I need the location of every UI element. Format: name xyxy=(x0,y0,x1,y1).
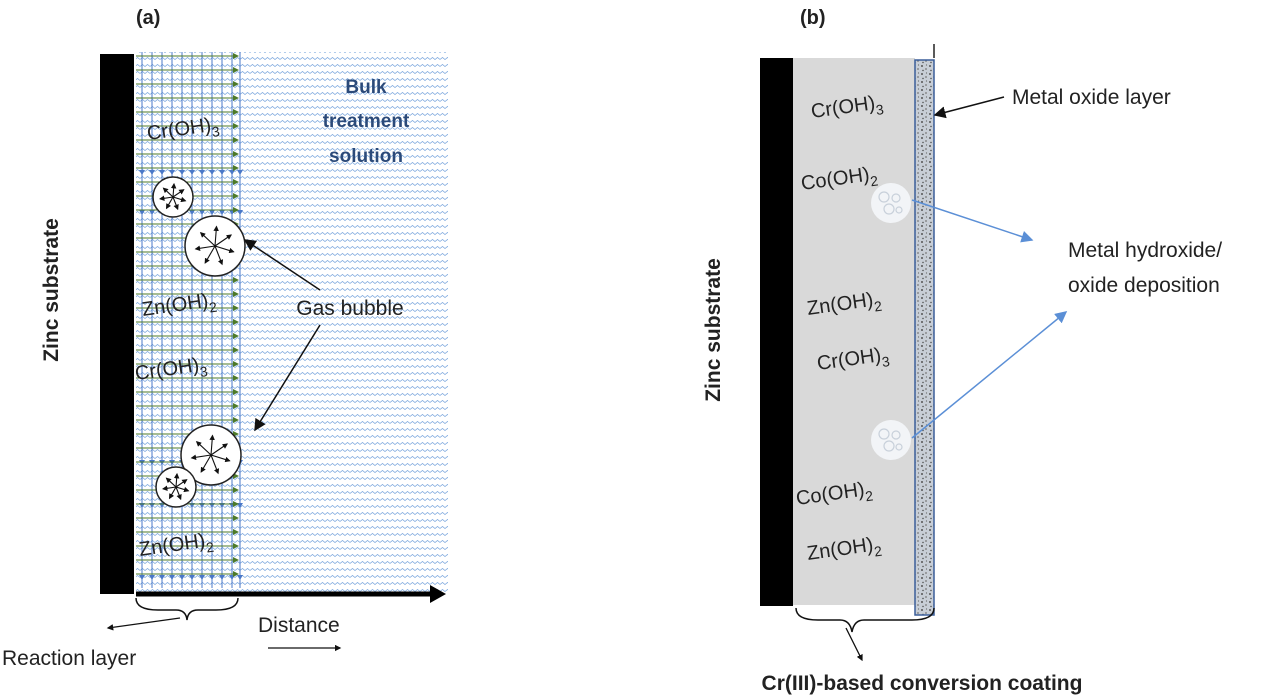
metal-oxide-pointer xyxy=(933,96,1005,119)
bubble-expansion-arrow xyxy=(199,231,216,247)
diffusion-arrowhead xyxy=(159,170,165,175)
zinc-substrate-bar-a xyxy=(100,54,134,594)
bulk-solution-line-3: solution xyxy=(329,146,403,167)
diffusion-arrowhead xyxy=(179,575,185,580)
deposition-label-line-1: Metal hydroxide/ xyxy=(1068,239,1222,262)
panel-b-label: (b) xyxy=(800,7,826,29)
reaction-layer-label: Reaction layer xyxy=(2,647,136,670)
bulk-solution-line-1: Bulk xyxy=(345,77,387,98)
bubble-expansion-arrow xyxy=(175,486,190,493)
bubble-expansion-arrow xyxy=(214,245,235,254)
bubble-expansion-arrow xyxy=(162,187,174,198)
bubble-expansion-arrow xyxy=(213,225,219,247)
reaction-layer-pointer xyxy=(106,617,181,631)
diffusion-arrowhead xyxy=(159,575,165,580)
bulk-solution-line-2: treatment xyxy=(323,111,410,132)
deposition-arrow-lower xyxy=(911,311,1068,439)
bubble-expansion-arrow xyxy=(159,195,174,201)
diffusion-arrowhead xyxy=(199,210,205,215)
bubble-expansion-arrow xyxy=(210,454,231,463)
bubble-expansion-arrow xyxy=(209,434,215,456)
diffusion-arrowhead xyxy=(179,170,185,175)
diffusion-arrowhead xyxy=(209,210,215,215)
bubble-expansion-arrow xyxy=(210,443,229,456)
diffusion-arrowhead xyxy=(219,210,225,215)
bubble-expansion-arrow xyxy=(173,472,180,488)
diffusion-arrowhead xyxy=(189,210,195,215)
deposition-label-line-2: oxide deposition xyxy=(1068,274,1220,297)
bubble-expansion-arrow xyxy=(168,486,177,500)
coating-brace xyxy=(795,607,935,633)
deposition-spot-lower xyxy=(871,420,911,460)
zinc-substrate-label-a: Zinc substrate xyxy=(40,218,63,362)
bubble-expansion-arrow xyxy=(170,182,177,198)
metal-oxide-label: Metal oxide layer xyxy=(1012,86,1171,109)
gas-bubbles xyxy=(152,176,246,508)
bubble-expansion-arrow xyxy=(172,196,179,211)
diffusion-arrowhead xyxy=(169,170,175,175)
diffusion-arrowhead xyxy=(209,575,215,580)
bubble-expansion-arrow xyxy=(194,245,216,251)
bubble-expansion-arrow xyxy=(214,234,233,247)
distance-label: Distance xyxy=(258,614,340,637)
diffusion-arrowhead xyxy=(149,210,155,215)
diffusion-arrowhead xyxy=(237,170,243,175)
diffusion-arrowhead xyxy=(149,575,155,580)
gas-bubble-label: Gas bubble xyxy=(296,297,403,320)
bubble-expansion-arrow xyxy=(200,454,212,473)
conversion-coating-region xyxy=(793,58,915,605)
bubble-expansion-arrow xyxy=(175,479,188,488)
bubble-expansion-arrow xyxy=(175,486,182,501)
metal-oxide-layer xyxy=(914,59,935,616)
bubble-expansion-arrow xyxy=(214,245,224,266)
bubble-expansion-arrow xyxy=(172,189,185,198)
diffusion-arrowhead xyxy=(139,170,145,175)
diffusion-arrowhead xyxy=(139,575,145,580)
gas-bubble-pointer-upper xyxy=(243,239,321,291)
coating-pointer xyxy=(845,627,863,662)
bubble-expansion-arrow xyxy=(172,196,187,203)
bubble-expansion-arrow xyxy=(210,454,220,475)
diffusion-arrowhead xyxy=(199,575,205,580)
diffusion-arrowhead xyxy=(199,170,205,175)
deposition-arrow-upper xyxy=(911,199,1034,243)
diffusion-arrowhead xyxy=(189,575,195,580)
bubble-expansion-arrow xyxy=(165,477,177,488)
bubble-expansion-arrow xyxy=(204,245,216,264)
zinc-substrate-bar-b xyxy=(760,58,793,606)
diffusion-arrowhead xyxy=(139,210,145,215)
diffusion-arrowhead xyxy=(169,575,175,580)
panel-a-label: (a) xyxy=(136,7,160,29)
deposition-spot-upper xyxy=(871,183,911,223)
diffusion-arrowhead xyxy=(219,170,225,175)
bubble-expansion-arrow xyxy=(190,454,212,460)
bubble-expansion-arrow xyxy=(195,440,212,456)
coating-label: Cr(III)-based conversion coating xyxy=(762,672,1083,695)
gas-bubble-pointer-lower xyxy=(254,324,321,432)
reaction-layer-brace xyxy=(135,597,239,621)
bubble-expansion-arrow xyxy=(162,485,177,491)
reaction-layer-arrows xyxy=(136,52,243,588)
diffusion-arrowhead xyxy=(209,170,215,175)
diffusion-arrowhead xyxy=(149,170,155,175)
diffusion-arrowhead xyxy=(229,170,235,175)
diffusion-arrowhead xyxy=(189,170,195,175)
zinc-substrate-label-b: Zinc substrate xyxy=(702,258,725,402)
bubble-expansion-arrow xyxy=(165,196,174,210)
distance-axis-arrowhead xyxy=(430,585,446,603)
diffusion-arrowhead xyxy=(219,575,225,580)
